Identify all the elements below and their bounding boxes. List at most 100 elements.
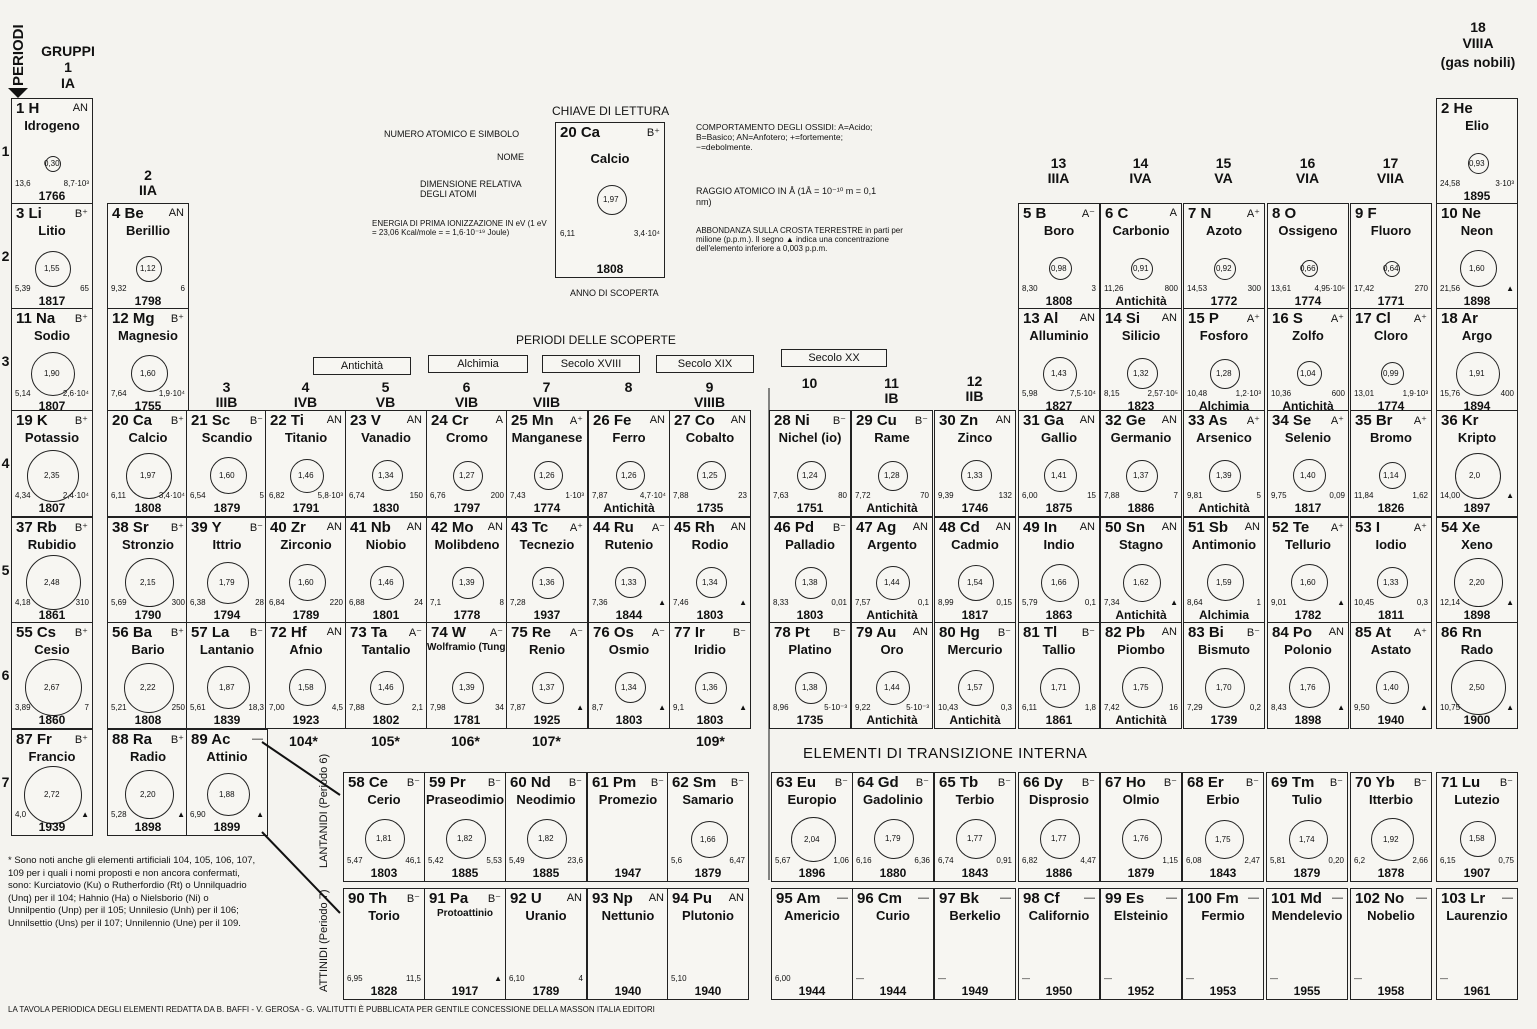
element-cell[interactable]: 100 Fm—Fermio—1953 (1182, 888, 1264, 1000)
element-name: Alluminio (1029, 328, 1089, 343)
element-cell[interactable]: 98 Cf—Californio—1950 (1018, 888, 1100, 1000)
atomic-radius: 1,92 (1383, 835, 1399, 844)
element-name: Scandio (201, 430, 253, 445)
crustal-abundance: ▲ (1420, 703, 1428, 712)
element-cell[interactable]: 103 Lr—Laurenzio—1961 (1436, 888, 1518, 1000)
element-oxide-behavior: A⁺ (569, 415, 583, 427)
element-name: Rodio (691, 537, 729, 552)
element-cell[interactable]: 97 Bk—Berkelio—1949 (934, 888, 1016, 1000)
element-cell[interactable]: 96 Cm—Curio—1944 (852, 888, 934, 1000)
ionization-energy: 5,49 (509, 856, 525, 865)
element-number-symbol: 87 Fr (16, 731, 52, 748)
element-cell[interactable]: 102 No—Nobelio—1958 (1350, 888, 1432, 1000)
element-cell[interactable]: 99 Es—Elsteinio—1952 (1100, 888, 1182, 1000)
element-cell[interactable]: 101 Md—Mendelevio—1955 (1266, 888, 1348, 1000)
